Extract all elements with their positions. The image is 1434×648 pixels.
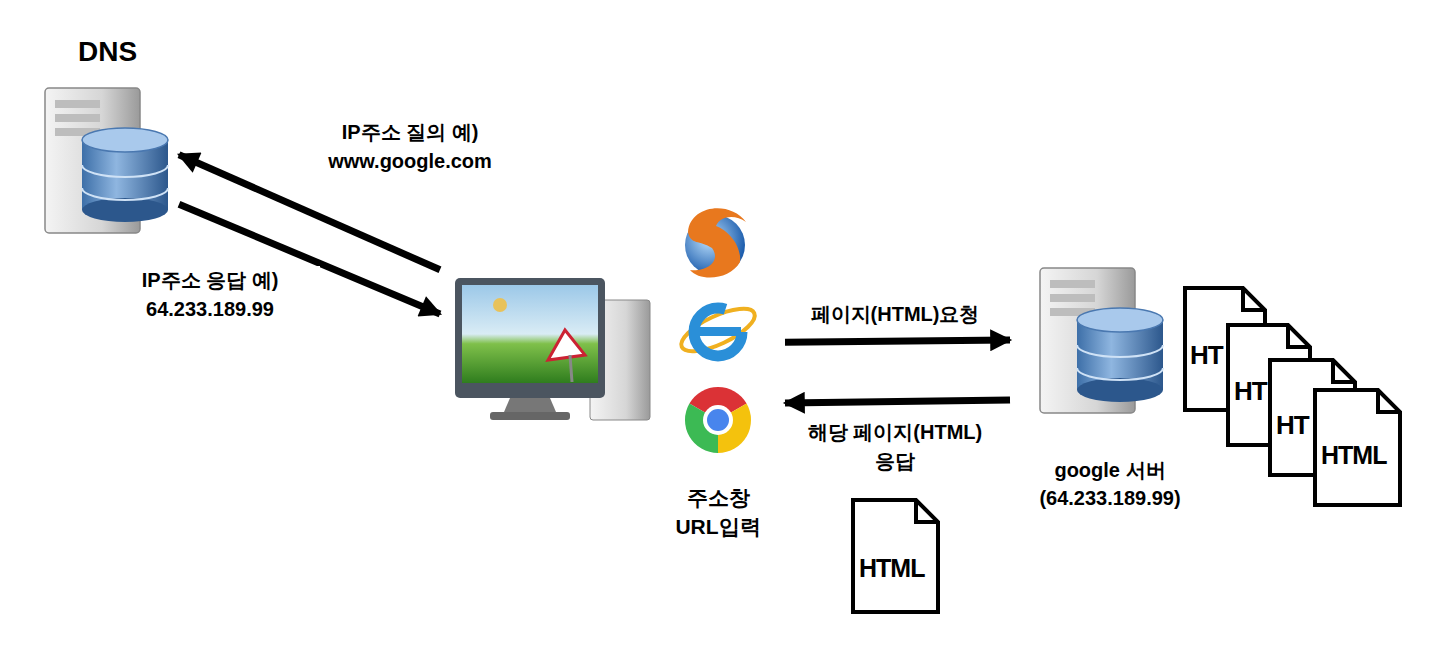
arrow — [785, 340, 1010, 342]
firefox-icon — [688, 208, 746, 277]
computer — [504, 398, 556, 412]
ie-icon — [696, 327, 741, 336]
computer — [548, 330, 585, 360]
document-label: HTML — [1321, 440, 1386, 470]
edge-label: 페이지(HTML)요청 — [775, 300, 1015, 329]
dns-server — [45, 88, 168, 233]
dns-server — [45, 88, 168, 233]
chrome-icon — [703, 405, 733, 435]
firefox-icon — [685, 208, 746, 277]
computer — [493, 298, 507, 312]
computer — [570, 355, 572, 382]
html-document — [853, 500, 938, 612]
chrome-icon — [707, 409, 729, 431]
arrow — [785, 400, 1010, 403]
edge-label: IP주소 응답 예) 64.233.189.99 — [100, 266, 320, 324]
node-label: DNS — [40, 32, 175, 71]
document-label: HT — [1190, 340, 1223, 371]
document-label: HTML — [859, 553, 924, 583]
ie-icon — [676, 300, 760, 359]
computer — [455, 278, 605, 398]
node-label: 주소창 URL입력 — [668, 483, 768, 542]
ie-icon — [676, 300, 760, 359]
web-server: google 서버 (64.233.189.99) — [1010, 260, 1210, 516]
google-server — [1040, 268, 1163, 413]
edge-label: IP주소 질의 예) www.google.com — [290, 118, 530, 176]
computer — [462, 285, 598, 383]
computer — [455, 278, 650, 420]
chrome-icon — [685, 387, 751, 453]
edge-label: 해당 페이지(HTML)응답 — [800, 418, 990, 476]
ie-icon — [694, 308, 742, 356]
client-browser: 주소창 URL입력 — [440, 195, 785, 546]
computer — [490, 412, 570, 420]
dns-server: DNS — [40, 30, 179, 245]
document-label: HT — [1276, 410, 1309, 441]
google-server — [1040, 268, 1163, 413]
html-document — [1315, 390, 1400, 505]
document-label: HT — [1234, 376, 1267, 407]
node-label: google 서버 (64.233.189.99) — [1025, 456, 1195, 512]
